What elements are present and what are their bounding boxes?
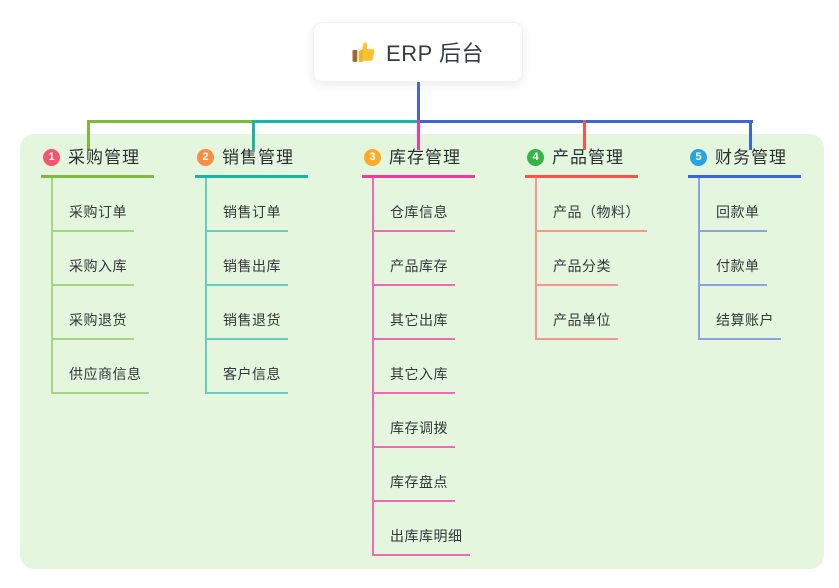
- leaf-node[interactable]: 产品库存: [374, 232, 455, 286]
- leaf-label: 销售订单: [223, 204, 281, 220]
- bus-segment-middle: [253, 120, 418, 123]
- branch-number-badge: 1: [43, 149, 60, 166]
- leaf-node[interactable]: 产品（物料）: [537, 178, 647, 232]
- leaf-label: 产品分类: [553, 258, 611, 274]
- leaf-node[interactable]: 回款单: [700, 178, 767, 232]
- leaf-node[interactable]: 库存盘点: [374, 448, 455, 502]
- branch-node[interactable]: 2 销售管理: [195, 146, 308, 178]
- leaf-node[interactable]: 产品单位: [537, 286, 618, 340]
- leaf-label: 付款单: [716, 258, 760, 274]
- branch-number-badge: 4: [527, 149, 544, 166]
- branch-drop-line-1: [86, 120, 90, 150]
- branch-drop-line-2: [251, 120, 255, 150]
- leaf-label: 采购入库: [69, 258, 127, 274]
- bus-segment-right: [418, 120, 753, 123]
- leaf-label: 产品（物料）: [553, 204, 640, 220]
- leaf-node[interactable]: 仓库信息: [374, 178, 455, 232]
- branch-node[interactable]: 5 财务管理: [688, 146, 801, 178]
- root-title: ERP 后台: [386, 41, 484, 66]
- leaf-label: 回款单: [716, 204, 760, 220]
- leaf-node[interactable]: 其它出库: [374, 286, 455, 340]
- branch-column-2: 2 销售管理 销售订单 销售出库 销售退货 客户信息: [195, 146, 308, 394]
- branch-drop-line-4: [582, 120, 586, 150]
- leaf-node[interactable]: 采购入库: [53, 232, 134, 286]
- branch-number-badge: 2: [197, 149, 214, 166]
- branch-column-1: 1 采购管理 采购订单 采购入库 采购退货 供应商信息: [41, 146, 154, 394]
- leaf-label: 库存盘点: [390, 474, 448, 490]
- branch-label: 产品管理: [552, 148, 624, 167]
- branch-label: 库存管理: [389, 148, 461, 167]
- leaf-node[interactable]: 库存调拨: [374, 394, 455, 448]
- leaf-node[interactable]: 供应商信息: [53, 340, 149, 394]
- branch-label: 采购管理: [68, 148, 140, 167]
- branch-drop-line-3: [416, 120, 420, 150]
- leaf-label: 采购订单: [69, 204, 127, 220]
- leaf-node[interactable]: 销售退货: [207, 286, 288, 340]
- leaf-node[interactable]: 其它入库: [374, 340, 455, 394]
- branch-subtree: 回款单 付款单 结算账户: [698, 178, 801, 340]
- leaf-label: 销售退货: [223, 312, 281, 328]
- leaf-node[interactable]: 采购退货: [53, 286, 134, 340]
- leaf-label: 其它入库: [390, 366, 448, 382]
- branch-label: 财务管理: [715, 148, 787, 167]
- branch-node[interactable]: 3 库存管理: [362, 146, 475, 178]
- branch-column-4: 4 产品管理 产品（物料） 产品分类 产品单位: [525, 146, 647, 340]
- leaf-label: 出库库明细: [390, 528, 463, 544]
- bus-segment-left: [88, 120, 253, 123]
- leaf-node[interactable]: 销售订单: [207, 178, 288, 232]
- leaf-node[interactable]: 产品分类: [537, 232, 618, 286]
- leaf-label: 销售出库: [223, 258, 281, 274]
- branch-drop-line-5: [748, 120, 752, 150]
- leaf-label: 其它出库: [390, 312, 448, 328]
- leaf-label: 仓库信息: [390, 204, 448, 220]
- thumbs-up-icon: [352, 41, 375, 62]
- branch-subtree: 采购订单 采购入库 采购退货 供应商信息: [51, 178, 154, 394]
- branch-subtree: 销售订单 销售出库 销售退货 客户信息: [205, 178, 308, 394]
- leaf-node[interactable]: 客户信息: [207, 340, 288, 394]
- leaf-label: 客户信息: [223, 366, 281, 382]
- leaf-label: 采购退货: [69, 312, 127, 328]
- branch-column-3: 3 库存管理 仓库信息 产品库存 其它出库 其它入库 库存调拨 库存盘点 出库库…: [362, 146, 475, 556]
- leaf-node[interactable]: 销售出库: [207, 232, 288, 286]
- branch-subtree: 仓库信息 产品库存 其它出库 其它入库 库存调拨 库存盘点 出库库明细: [372, 178, 475, 556]
- branch-node[interactable]: 4 产品管理: [525, 146, 638, 178]
- leaf-node[interactable]: 付款单: [700, 232, 767, 286]
- branch-node[interactable]: 1 采购管理: [41, 146, 154, 178]
- leaf-label: 供应商信息: [69, 366, 142, 382]
- branch-label: 销售管理: [222, 148, 294, 167]
- leaf-node[interactable]: 结算账户: [700, 286, 781, 340]
- root-node-erp[interactable]: ERP 后台: [313, 22, 523, 82]
- leaf-label: 产品库存: [390, 258, 448, 274]
- branch-subtree: 产品（物料） 产品分类 产品单位: [535, 178, 647, 340]
- branch-number-badge: 5: [690, 149, 707, 166]
- trunk-line: [416, 82, 420, 123]
- leaf-node[interactable]: 采购订单: [53, 178, 134, 232]
- mindmap-background-panel: [20, 134, 824, 569]
- leaf-label: 结算账户: [716, 312, 774, 328]
- leaf-label: 库存调拨: [390, 420, 448, 436]
- branch-column-5: 5 财务管理 回款单 付款单 结算账户: [688, 146, 801, 340]
- branch-number-badge: 3: [364, 149, 381, 166]
- leaf-label: 产品单位: [553, 312, 611, 328]
- leaf-node[interactable]: 出库库明细: [374, 502, 470, 556]
